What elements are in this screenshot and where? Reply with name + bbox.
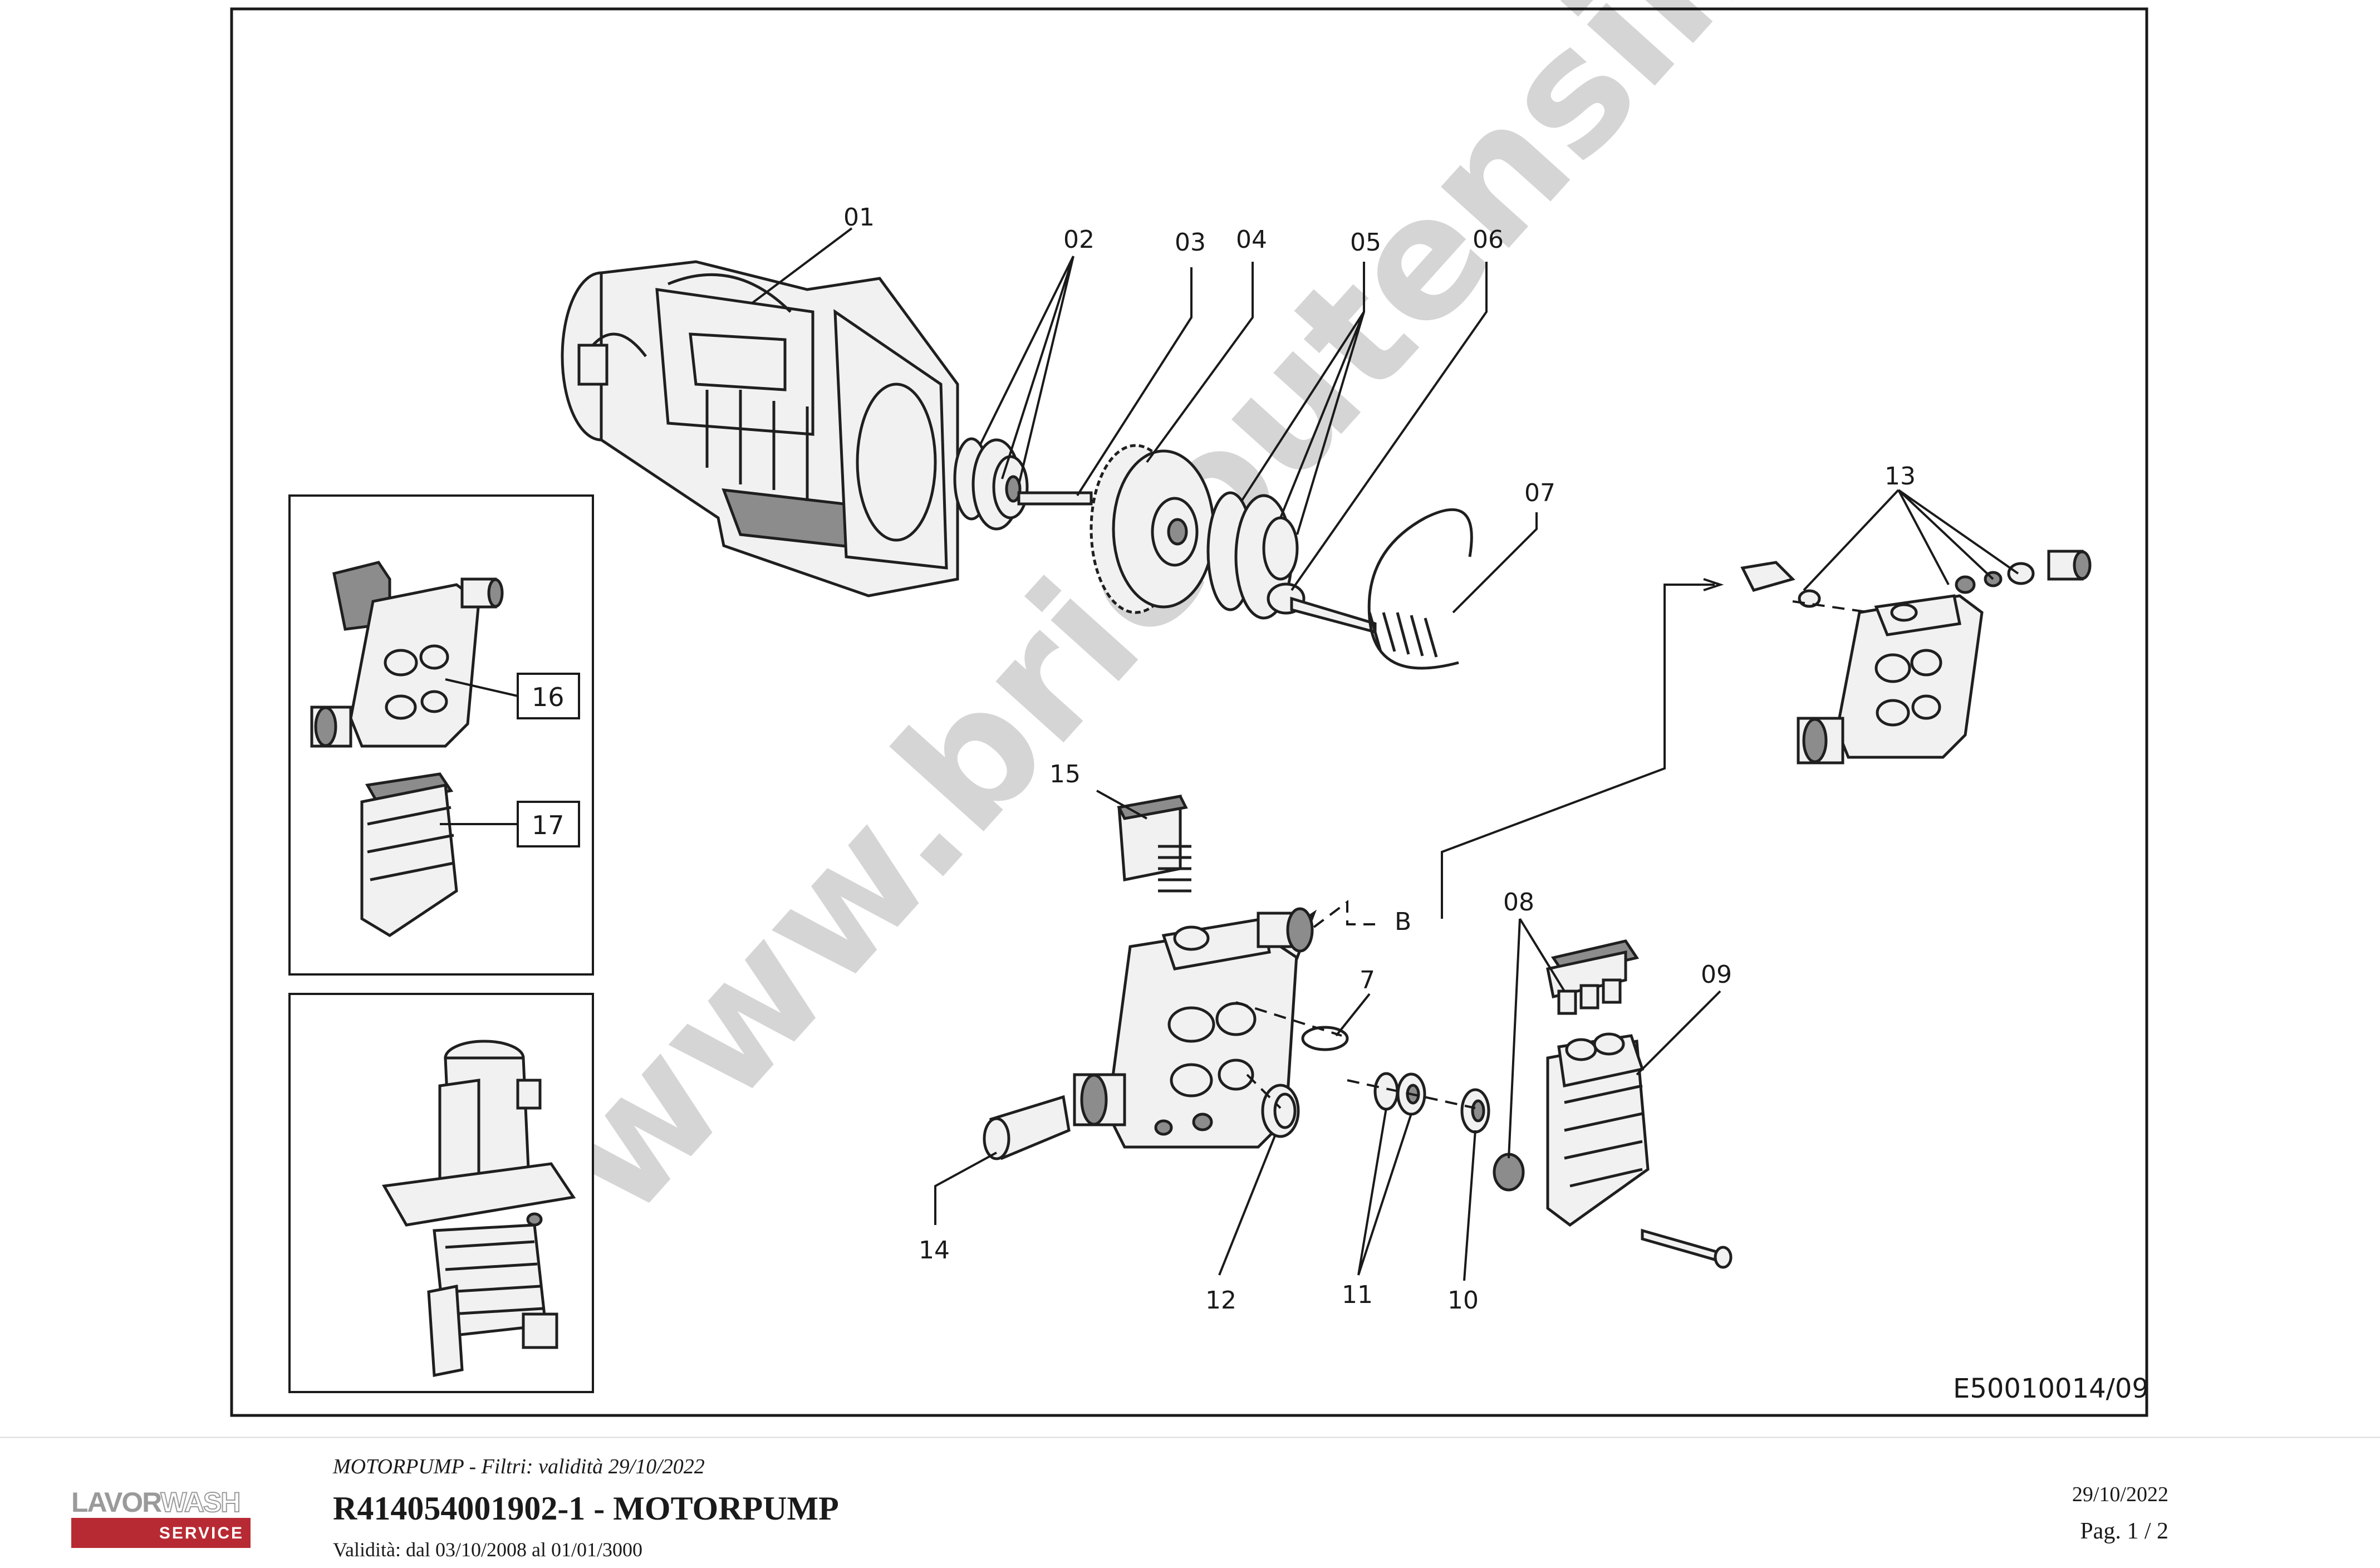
logo-service-bar: SERVICE [71,1518,251,1548]
print-date: 29/10/2022 [2072,1483,2168,1506]
lavor-wash-service-logo: LAVORWASH SERVICE [71,1486,251,1557]
ring-12-part [1261,1084,1300,1138]
callout-15: 15 [1049,760,1081,788]
pump-head-part [1073,907,1317,1149]
shaft-part [1017,491,1093,506]
callout-13: 13 [1885,462,1916,491]
watermark-text: www.bricoutensili.com [514,0,2092,1252]
leader-lines [750,227,2019,1281]
oring-7-part [1301,1026,1349,1051]
callout-06: 06 [1473,226,1504,254]
exploded-parts-drawing: www.bricoutensili.com [230,0,2149,1417]
box-16-label: 16 [532,682,565,712]
washer-11-part [1373,1072,1426,1116]
valve-block-08-part [1493,939,1640,1192]
valve-spring-part [1117,795,1191,893]
nozzle-part [983,1095,1071,1160]
inset-variants-panel: 16 17 [288,494,594,976]
validity-range: Validità: dal 03/10/2008 al 01/01/3000 [333,1538,642,1561]
filter-validity-line: MOTORPUMP - Filtri: validità 29/10/2022 [333,1455,705,1478]
right-pump-assembly-part [1740,550,2092,765]
washer-10-part [1460,1088,1490,1134]
motor-housing-part [561,260,959,597]
callout-09: 09 [1701,961,1732,989]
callout-02: 02 [1063,226,1095,254]
callout-12: 12 [1205,1286,1236,1315]
box-16 [517,673,580,719]
callout-B: B [1395,908,1411,936]
callout-03: 03 [1175,228,1206,257]
logo-wash-text: WASH [160,1486,241,1518]
box-17 [517,801,580,847]
seal-set-part [953,437,1029,531]
inset-assembled-motorpump [288,993,594,1393]
callout-08: 08 [1503,888,1534,917]
gear-part [1090,444,1215,614]
page-number: Pag. 1 / 2 [2080,1518,2168,1544]
logo-brand-text: LAVOR [71,1487,161,1518]
callout-14: 14 [919,1236,950,1265]
callout-11: 11 [1342,1281,1373,1309]
drawing-frame [230,7,2148,1417]
callout-labels: 01 02 03 04 05 06 07 13 15 B 08 09 7 14 … [843,203,1916,1315]
box-17-label: 17 [532,810,565,840]
callout-05: 05 [1350,228,1381,257]
manifold-09-part [1546,1032,1733,1269]
drawing-code: E50010014/09 [1953,1373,2149,1404]
snap-ring-part [1367,508,1473,670]
callout-7: 7 [1360,966,1375,994]
piston-spring-part [1267,582,1438,658]
callout-01: 01 [843,203,875,232]
footer [0,1437,2380,1568]
callout-10: 10 [1447,1286,1479,1315]
callout-07: 07 [1524,479,1555,507]
callout-04: 04 [1236,226,1267,254]
document-title: R414054001902-1 - MOTORPUMP [333,1490,839,1527]
